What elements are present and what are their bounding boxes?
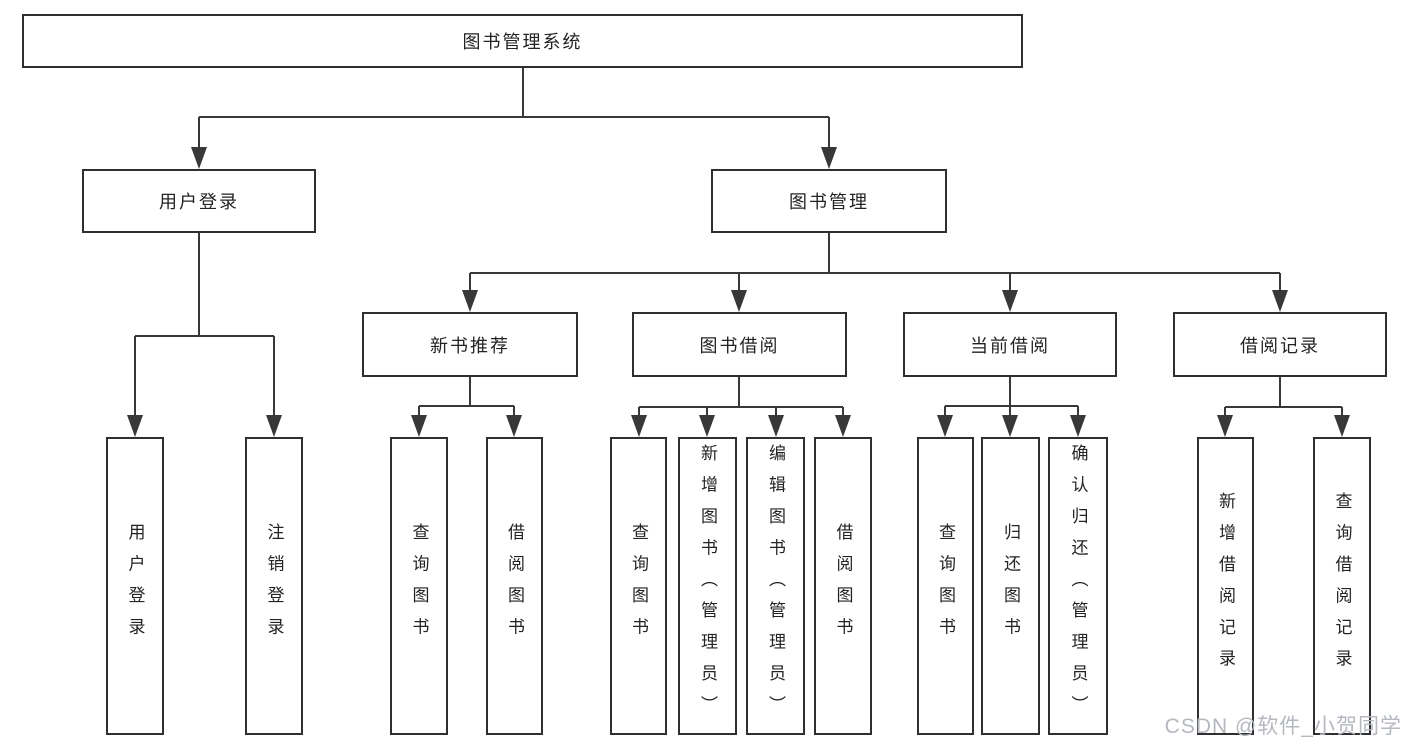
node-label: 新书推荐 xyxy=(430,335,510,356)
node-label: 图书借阅 xyxy=(699,335,780,356)
node-label: 编辑图书（管理员） xyxy=(766,444,785,728)
node-label: 用户登录 xyxy=(159,192,239,212)
leaf-record-query-borrow-record: 查询借阅记录 xyxy=(1313,437,1371,735)
node-label: 借阅图书 xyxy=(833,523,853,649)
node-user-login: 用户登录 xyxy=(82,169,316,233)
node-label: 图书管理系统 xyxy=(462,32,583,52)
leaf-borrow-add-book-admin: 新增图书（管理员） xyxy=(678,437,737,735)
leaf-current-query-book: 查询图书 xyxy=(917,437,974,735)
leaf-current-confirm-return-admin: 确认归还（管理员） xyxy=(1048,437,1108,735)
leaf-user-login: 用户登录 xyxy=(106,437,164,735)
leaf-newbook-query-book: 查询图书 xyxy=(390,437,448,735)
leaf-borrow-query-book: 查询图书 xyxy=(610,437,667,735)
leaf-newbook-borrow-book: 借阅图书 xyxy=(486,437,543,735)
leaf-borrow-edit-book-admin: 编辑图书（管理员） xyxy=(746,437,805,735)
node-label: 用户登录 xyxy=(125,523,145,649)
node-label: 确认归还（管理员） xyxy=(1068,444,1088,728)
node-label: 查询图书 xyxy=(629,523,648,649)
node-label: 归还图书 xyxy=(1001,523,1020,649)
leaf-logout: 注销登录 xyxy=(245,437,303,735)
node-label: 当前借阅 xyxy=(970,335,1050,356)
node-label: 查询借阅记录 xyxy=(1332,491,1352,681)
node-label: 借阅图书 xyxy=(505,523,524,649)
csdn-watermark: CSDN @软件_小贺同学 xyxy=(1164,715,1402,738)
leaf-borrow-borrow-book: 借阅图书 xyxy=(814,437,872,735)
leaf-current-return-book: 归还图书 xyxy=(981,437,1040,735)
node-current-borrow: 当前借阅 xyxy=(903,312,1117,377)
node-label: 查询图书 xyxy=(936,523,955,649)
node-label: 新增图书（管理员） xyxy=(698,444,717,728)
node-label: 新增借阅记录 xyxy=(1216,491,1235,681)
node-book-management: 图书管理 xyxy=(711,169,947,233)
node-label: 查询图书 xyxy=(409,523,429,649)
node-book-borrow: 图书借阅 xyxy=(632,312,847,377)
node-label: 借阅记录 xyxy=(1240,335,1320,356)
node-new-book-recommend: 新书推荐 xyxy=(362,312,578,377)
node-borrow-record: 借阅记录 xyxy=(1173,312,1387,377)
node-label: 图书管理 xyxy=(789,192,869,212)
node-label: 注销登录 xyxy=(264,523,284,649)
leaf-record-add-borrow-record: 新增借阅记录 xyxy=(1197,437,1254,735)
node-library-system: 图书管理系统 xyxy=(22,14,1023,68)
